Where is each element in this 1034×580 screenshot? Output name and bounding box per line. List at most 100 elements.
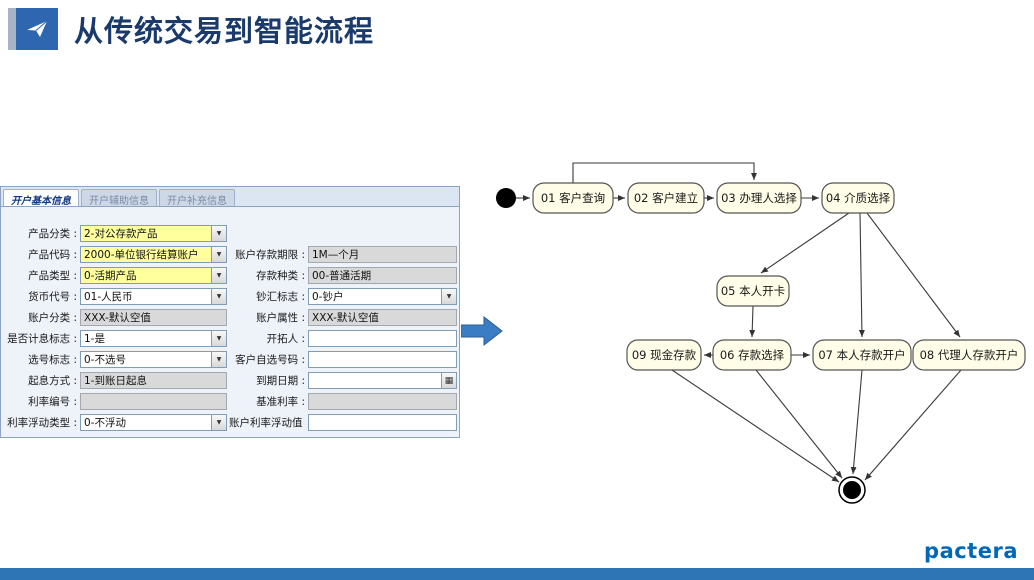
flow-edge-08-end [864,369,962,481]
form-row-base-rate: 基准利率 [229,393,459,410]
form-row-developer: 开拓人 [229,330,459,347]
flow-edge-04-07 [858,212,865,338]
form-row-deposit-kind: 存款种类00-普通活期 [229,267,459,284]
form-row-maturity-date: 到期日期 ▦ [229,372,459,389]
account-form-panel: 开户基本信息 开户辅助信息 开户补充信息 产品分类2-对公存款产品▼产品代码20… [0,186,460,438]
flow-node-02: 02 客户建立 [627,182,705,214]
field-interest-flag[interactable]: 1-是 ▼ [80,330,227,347]
form-row-currency-code: 货币代号 01-人民币 ▼ [3,288,229,305]
field-value-currency-code: 01-人民币 [84,291,133,303]
form-row-account-class: 账户分类 XXX-默认空值 [3,309,229,326]
form-row-number-pick-flag: 选号标志0-不选号▼ [3,351,229,368]
field-label-rate-number: 利率编号 [3,394,77,409]
form-row-product-code: 产品代码 2000-单位银行结算账户 ▼ [3,246,229,263]
flow-node-label: 04 介质选择 [826,191,891,205]
form-row-rate-float-type: 利率浮动类型0-不浮动▼ [3,414,229,431]
dropdown-arrow-icon[interactable]: ▼ [211,268,226,283]
logo-strip [8,8,16,50]
calendar-icon[interactable]: ▦ [441,373,456,388]
field-product-category[interactable]: 2-对公存款产品 ▼ [80,225,227,242]
dropdown-arrow-icon[interactable]: ▼ [211,247,226,262]
slide-title: 从传统交易到智能流程 [74,14,375,48]
dropdown-arrow-icon[interactable]: ▼ [211,226,226,241]
field-label-currency-code: 货币代号 [3,289,77,304]
flow-edge-04-08 [866,212,961,338]
field-label-account-class: 账户分类 [3,310,77,325]
flow-node-label: 07 本人存款开户 [818,348,905,362]
form-row-product-type: 产品类型 0-活期产品 ▼ [3,267,229,284]
field-custom-account-number[interactable] [308,351,457,368]
field-developer[interactable] [308,330,457,347]
form-row-value-date-mode: 起息方式 1-到账日起息 [3,372,229,389]
field-label-account-attribute: 账户属性 [229,310,305,325]
field-label-value-date-mode: 起息方式 [3,373,77,388]
flow-start-node [496,188,516,208]
flow-node-06: 06 存款选择 [712,339,792,371]
tab-auxiliary-info[interactable]: 开户辅助信息 [81,189,157,207]
dropdown-arrow-icon[interactable]: ▼ [441,289,456,304]
flow-node-label: 09 现金存款 [632,348,697,362]
field-label-deposit-kind: 存款种类 [229,268,305,283]
field-currency-code[interactable]: 01-人民币 ▼ [80,288,227,305]
flow-edges [516,162,962,483]
field-label-developer: 开拓人 [229,331,305,346]
field-value-rate-number [81,394,226,409]
dropdown-arrow-icon[interactable]: ▼ [211,352,226,367]
pactera-logo: pactera [924,539,1018,563]
form-tabs: 开户基本信息 开户辅助信息 开户补充信息 [1,187,459,207]
field-product-type[interactable]: 0-活期产品 ▼ [80,267,227,284]
flow-edge-04-05 [760,212,850,274]
flow-node-label: 02 客户建立 [634,191,698,205]
field-value-interest-flag: 1-是 [84,333,105,345]
tab-basic-info[interactable]: 开户基本信息 [3,189,79,207]
dropdown-arrow-icon[interactable]: ▼ [211,289,226,304]
field-value-deposit-term: 1M—个月 [312,249,360,261]
form-row-deposit-term: 账户存款期限 1M—个月 [229,246,459,263]
field-label-rate-float-type: 利率浮动类型 [3,415,77,430]
flow-node-05: 05 本人开卡 [716,275,790,307]
flow-node-07: 07 本人存款开户 [812,339,912,371]
slide-header: 从传统交易到智能流程 [8,8,374,50]
flow-node-label: 08 代理人存款开户 [920,348,1019,362]
field-label-product-type: 产品类型 [3,268,77,283]
footer-bar [0,568,1034,580]
flow-node-label: 06 存款选择 [720,348,785,362]
form-row-custom-account-number: 客户自选号码 [229,351,459,368]
field-account-rate-float[interactable] [308,414,457,431]
flow-node-label: 05 本人开卡 [721,284,785,298]
field-label-base-rate: 基准利率 [229,394,305,409]
field-label-cash-remit-flag: 钞汇标志 [229,289,305,304]
field-value-account-class: XXX-默认空值 [84,312,151,324]
field-rate-float-type[interactable]: 0-不浮动▼ [80,414,227,431]
flow-node-04: 04 介质选择 [821,182,895,214]
field-account-attribute: XXX-默认空值 [308,309,457,326]
field-number-pick-flag[interactable]: 0-不选号▼ [80,351,227,368]
field-value-cash-remit-flag: 0-钞户 [312,291,344,303]
field-maturity-date[interactable]: ▦ [308,372,457,389]
form-row-rate-number: 利率编号 [3,393,229,410]
tab-supplementary-info[interactable]: 开户补充信息 [159,189,235,207]
field-label-maturity-date: 到期日期 [229,373,305,388]
flow-node-label: 03 办理人选择 [721,191,797,205]
form-row-cash-remit-flag: 钞汇标志 0-钞户 ▼ [229,288,459,305]
field-label-number-pick-flag: 选号标志 [3,352,77,367]
field-product-code[interactable]: 2000-单位银行结算账户 ▼ [80,246,227,263]
dropdown-arrow-icon[interactable]: ▼ [211,415,226,430]
field-value-value-date-mode: 1-到账日起息 [84,375,147,387]
field-label-interest-flag: 是否计息标志 [3,331,77,346]
field-value-product-type: 0-活期产品 [84,270,137,282]
transform-arrow-icon [460,315,503,351]
flow-node-09: 09 现金存款 [626,339,702,371]
form-row-product-category: 产品分类2-对公存款产品▼ [3,225,229,242]
dropdown-arrow-icon[interactable]: ▼ [211,331,226,346]
field-value-product-category: 2-对公存款产品 [84,228,158,240]
field-value-product-code: 2000-单位银行结算账户 [84,249,199,261]
form-column-left: 产品分类2-对公存款产品▼产品代码2000-单位银行结算账户▼产品类型0-活期产… [3,225,229,435]
flow-node-08: 08 代理人存款开户 [912,339,1026,371]
field-label-product-code: 产品代码 [3,247,77,262]
field-label-deposit-term: 账户存款期限 [229,247,305,262]
field-cash-remit-flag[interactable]: 0-钞户 ▼ [308,288,457,305]
field-value-maturity-date [309,373,441,388]
